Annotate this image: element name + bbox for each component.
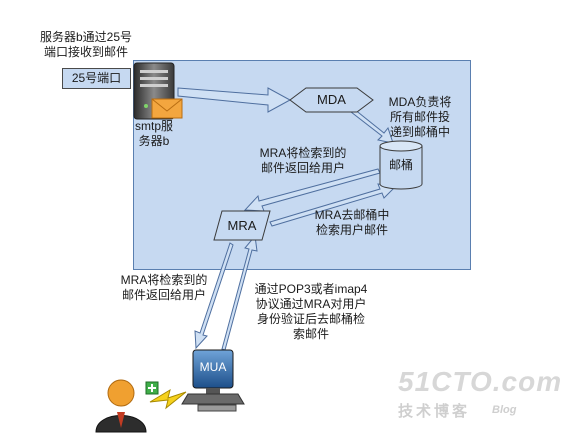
envelope-icon (151, 98, 183, 119)
pop3-note-line-2: 协议通过MRA对用户 (255, 297, 367, 311)
watermark-site: 51CTO.com (398, 366, 562, 397)
mda-note-line-2: 所有邮件投 (389, 110, 450, 124)
mra-node (213, 210, 271, 241)
mda-note: MDA负责将 所有邮件投 递到邮桶中 (382, 95, 458, 140)
arrow-mua-to-mra (221, 234, 258, 351)
mda-note-line-1: MDA负责将 (388, 95, 452, 109)
pop3-note-line-4: 索邮件 (292, 327, 329, 341)
arrow-smtp-to-mda (177, 87, 292, 113)
mra-return-top-line-1: MRA将检索到的 (259, 146, 347, 160)
plus-icon (145, 381, 159, 395)
pop3-note: 通过POP3或者imap4 协议通过MRA对用户 身份验证后去邮桶检 索邮件 (246, 282, 376, 342)
mda-label: MDA (317, 92, 346, 107)
diagram-canvas (95, 62, 423, 433)
computer-icon (181, 349, 245, 412)
mra-return-bottom-line-1: MRA将检索到的 (120, 273, 208, 287)
mailbox-node (379, 140, 423, 190)
mra-return-bottom-line-2: 邮件返回给用户 (121, 288, 206, 302)
watermark-blog-en: Blog (492, 404, 517, 416)
mra-label: MRA (227, 218, 257, 233)
smtp-server-label: smtp服 务器b (128, 119, 180, 149)
mailbox-label: 邮桶 (388, 158, 413, 172)
mua-label: MUA (199, 360, 227, 374)
smtp-server-line-2: 务器b (138, 134, 170, 148)
watermark-blog-cn: 技术博客 (398, 403, 471, 420)
pop3-note-line-3: 身份验证后去邮桶检 (256, 312, 365, 326)
smtp-server-line-1: smtp服 (134, 119, 173, 133)
port-25-box: 25号端口 (62, 68, 131, 89)
lightning-icon (149, 388, 187, 410)
server-b-receive-line-2: 端口接收到邮件 (43, 45, 128, 59)
mra-search-note: MRA去邮桶中 检索用户邮件 (304, 208, 400, 238)
server-b-receive-note: 服务器b通过25号 端口接收到邮件 (34, 30, 138, 60)
arrow-mra-to-mua (194, 242, 234, 350)
arrow-mra-to-mailbox (269, 183, 398, 227)
mra-return-bottom-note: MRA将检索到的 邮件返回给用户 (108, 273, 220, 303)
pop3-note-line-1: 通过POP3或者imap4 (254, 282, 368, 296)
mda-node (289, 87, 374, 113)
mra-return-top-line-2: 邮件返回给用户 (260, 161, 345, 175)
server-b-receive-line-1: 服务器b通过25号 (39, 30, 133, 44)
mda-note-line-3: 递到邮桶中 (389, 125, 450, 139)
mra-search-line-2: 检索用户邮件 (315, 223, 388, 237)
mra-return-top-note: MRA将检索到的 邮件返回给用户 (248, 146, 358, 176)
mra-search-line-1: MRA去邮桶中 (314, 208, 390, 222)
user-icon (95, 379, 147, 433)
arrow-mailbox-to-mra (243, 168, 381, 212)
